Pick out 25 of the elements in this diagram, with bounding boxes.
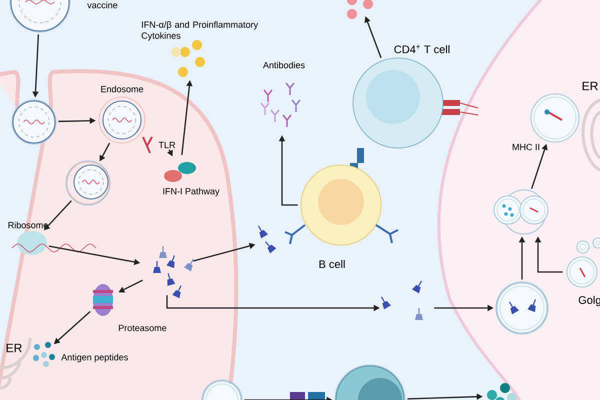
label: IFN-α/β and Proinflammatory Cytokines <box>142 21 258 41</box>
label: Proteasome <box>118 324 166 332</box>
label: TLR <box>158 142 176 148</box>
label: IFN-I Pathway <box>163 188 220 196</box>
antigen-drawing <box>380 280 423 320</box>
phagosome <box>496 282 548 334</box>
label: Antigen peptides <box>61 354 128 362</box>
cytokine-drawing <box>347 0 373 19</box>
immune-cell <box>290 364 406 400</box>
fused-vesicles <box>494 190 548 234</box>
label: Antibodies <box>263 62 305 68</box>
vesicle <box>202 380 242 400</box>
label: B cell <box>319 260 345 268</box>
antigen-drawing <box>258 226 276 254</box>
label: Endosome <box>101 86 144 92</box>
label: MHC II <box>512 144 540 150</box>
organelle-label: ER <box>6 344 22 352</box>
vesicle <box>66 160 110 206</box>
dot-cluster <box>487 383 517 400</box>
label: vaccine <box>87 2 118 8</box>
label: CD4$^{+}$ T cell <box>394 44 450 54</box>
label: Ribosome <box>8 222 48 228</box>
antigen-drawing <box>153 246 194 298</box>
vesicle <box>12 100 56 144</box>
organelle-label: ER <box>582 82 598 90</box>
